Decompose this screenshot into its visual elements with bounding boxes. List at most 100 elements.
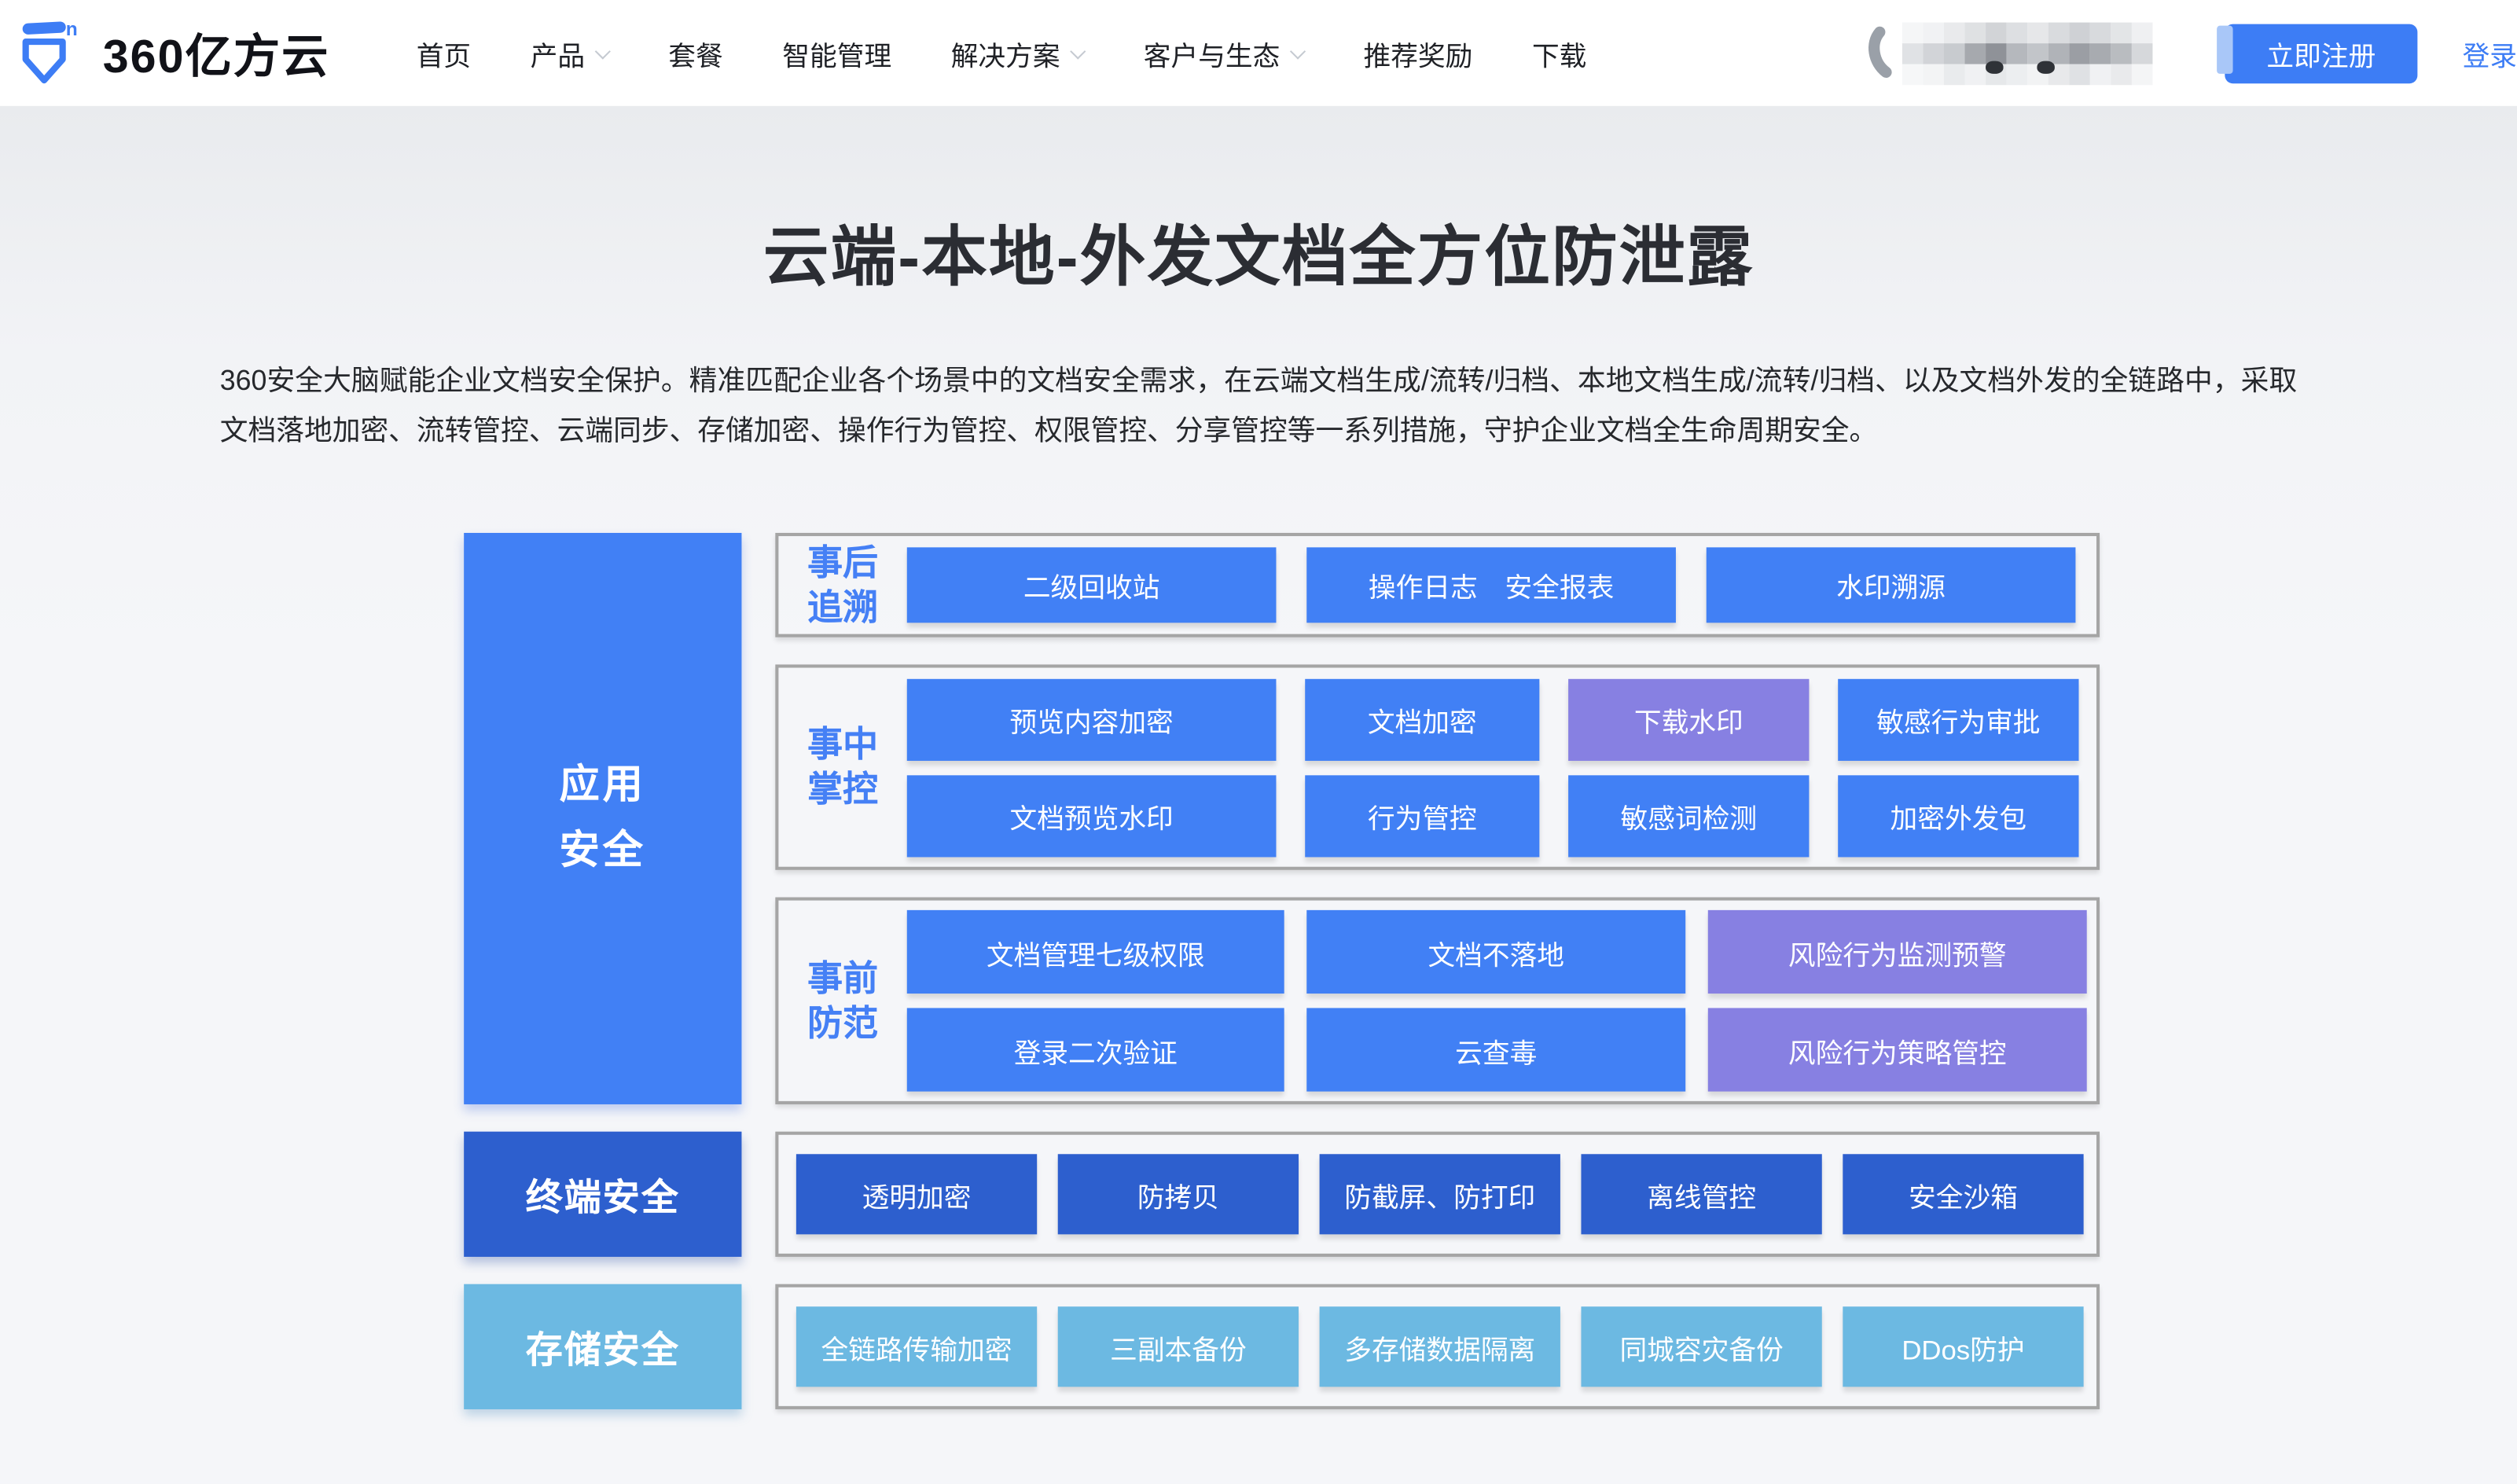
blur-cell [2027, 21, 2049, 43]
left-block-storage-security: 存储安全 [464, 1284, 742, 1409]
left-block-label: 安全 [559, 828, 646, 873]
left-block-label: 终端安全 [525, 1176, 680, 1218]
blur-dot [2037, 60, 2055, 73]
register-button[interactable]: 立即注册 [2225, 23, 2418, 83]
feature-group-0: 事后追溯二级回收站操作日志 安全报表水印溯源 [775, 532, 2100, 637]
group-label-line: 防范 [807, 1002, 879, 1043]
blur-cell [1902, 42, 1924, 64]
feature-tag: 全链路传输加密 [796, 1306, 1038, 1387]
page-description: 360安全大脑赋能企业文档安全保护。精准匹配企业各个场景中的文档安全需求，在云端… [219, 364, 2298, 446]
blur-cell [2131, 21, 2153, 43]
nav-item-label: 解决方案 [950, 41, 1060, 72]
feature-tag: 加密外发包 [1838, 774, 2079, 857]
blur-cell [1986, 21, 2007, 43]
blur-cell [1923, 42, 1944, 64]
nav-item-label: 套餐 [668, 41, 723, 72]
feature-tag: 风险行为监测预警 [1707, 909, 2087, 994]
nav-item-6[interactable]: 推荐奖励 [1364, 33, 1473, 73]
blur-cell [1902, 63, 1924, 85]
blur-cell [2069, 63, 2090, 85]
blur-cell [2131, 42, 2153, 64]
feature-tag: 预览内容加密 [906, 678, 1277, 760]
logo-pen-shield-icon: n [16, 16, 80, 90]
svg-text:n: n [66, 19, 78, 40]
feature-tag: 敏感词检测 [1568, 774, 1810, 857]
group-label-line: 事前 [807, 957, 879, 998]
nav-item-1[interactable]: 产品 [530, 33, 612, 73]
chevron-down-icon [1070, 42, 1087, 59]
logo[interactable]: n 360亿方云 [16, 16, 329, 90]
group-label-line: 事中 [807, 723, 879, 765]
feature-tag: 防截屏、防打印 [1319, 1154, 1560, 1235]
blur-cell [1943, 21, 1965, 43]
navbar-right: 立即注册 登录 [1864, 17, 2517, 89]
nav-item-label: 产品 [530, 41, 586, 72]
group-label: 事前防范 [806, 956, 880, 1045]
feature-tag: 安全沙箱 [1843, 1154, 2084, 1235]
blur-cell [2069, 21, 2090, 43]
page-title: 云端-本地-外发文档全方位防泄露 [762, 219, 1755, 294]
hero-section: 云端-本地-外发文档全方位防泄露 360安全大脑赋能企业文档安全保护。精准匹配企… [0, 105, 2517, 1484]
feature-tag: 透明加密 [796, 1154, 1038, 1235]
nav-item-label: 智能管理 [782, 41, 892, 72]
blur-cell [1943, 42, 1965, 64]
security-matrix-diagram: 应用安全终端安全存储安全 事后追溯二级回收站操作日志 安全报表水印溯源事中掌控预览… [464, 532, 2100, 1409]
nav-item-label: 客户与生态 [1143, 41, 1281, 72]
chevron-down-icon [1290, 42, 1306, 59]
nav-item-7[interactable]: 下载 [1532, 33, 1586, 73]
nav-item-3[interactable]: 智能管理 [782, 33, 891, 73]
nav-item-0[interactable]: 首页 [417, 33, 471, 73]
nav-item-label: 首页 [416, 41, 472, 72]
top-navbar: n 360亿方云 首页 产品 套餐 智能管理 解决方案 客户与生态 推荐奖励 下载 立即注册 [0, 0, 2517, 106]
logo-text: 360亿方云 [102, 31, 330, 84]
left-block-label: 应用 [559, 762, 646, 808]
feature-tag: DDos防护 [1843, 1306, 2084, 1387]
blur-cell [2089, 63, 2111, 85]
phone-number-blurred [1902, 21, 2153, 85]
blur-cell [1964, 63, 1986, 85]
feature-tag: 行为管控 [1305, 774, 1540, 857]
feature-tag: 文档不落地 [1306, 909, 1686, 994]
blur-cell [1902, 21, 1924, 43]
feature-tag: 水印溯源 [1706, 547, 2076, 623]
nav-item-5[interactable]: 客户与生态 [1143, 33, 1306, 73]
group-label-line: 事后 [807, 542, 879, 582]
blur-cell [2048, 21, 2070, 43]
blur-cell [2069, 42, 2090, 64]
feature-group-1: 事中掌控预览内容加密文档加密下载水印敏感行为审批文档预览水印行为管控敏感词检测加… [775, 664, 2100, 870]
feature-group-2: 事前防范文档管理七级权限文档不落地风险行为监测预警登录二次验证云查毒风险行为策略… [775, 897, 2100, 1104]
blur-cell [1923, 21, 1944, 43]
feature-group-3: 透明加密防拷贝防截屏、防打印离线管控安全沙箱 [775, 1131, 2100, 1257]
feature-tag: 操作日志 安全报表 [1306, 547, 1676, 623]
feature-tag: 登录二次验证 [906, 1008, 1284, 1092]
feature-tag: 下载水印 [1568, 678, 1810, 760]
login-link[interactable]: 登录 [2462, 41, 2517, 72]
nav-item-label: 下载 [1531, 41, 1587, 72]
feature-tag: 防拷贝 [1057, 1154, 1299, 1235]
left-block-terminal-security: 终端安全 [464, 1131, 742, 1257]
nav-menu: 首页 产品 套餐 智能管理 解决方案 客户与生态 推荐奖励 下载 [417, 33, 1587, 73]
group-label: 事后追溯 [806, 540, 880, 630]
blur-cell [1943, 63, 1965, 85]
blur-cell [2111, 21, 2132, 43]
blur-cell [2131, 63, 2153, 85]
phone-icon [1864, 17, 1899, 89]
feature-tag: 离线管控 [1581, 1154, 1822, 1235]
blur-dot [1986, 60, 2004, 73]
blur-cell [2027, 42, 2049, 64]
feature-tag: 同城容灾备份 [1581, 1306, 1822, 1387]
feature-tag: 多存储数据隔离 [1319, 1306, 1560, 1387]
blur-cell [1964, 42, 1986, 64]
group-label-line: 追溯 [807, 586, 879, 627]
nav-item-label: 推荐奖励 [1363, 41, 1473, 72]
nav-item-2[interactable]: 套餐 [668, 33, 722, 73]
nav-item-4[interactable]: 解决方案 [950, 33, 1087, 73]
blur-blue-fragment [2217, 25, 2233, 74]
left-block-label: 存储安全 [525, 1328, 680, 1371]
blur-cell [2048, 42, 2070, 64]
feature-tag: 云查毒 [1306, 1008, 1686, 1092]
feature-tag: 文档加密 [1305, 678, 1540, 760]
blur-cell [2006, 21, 2028, 43]
